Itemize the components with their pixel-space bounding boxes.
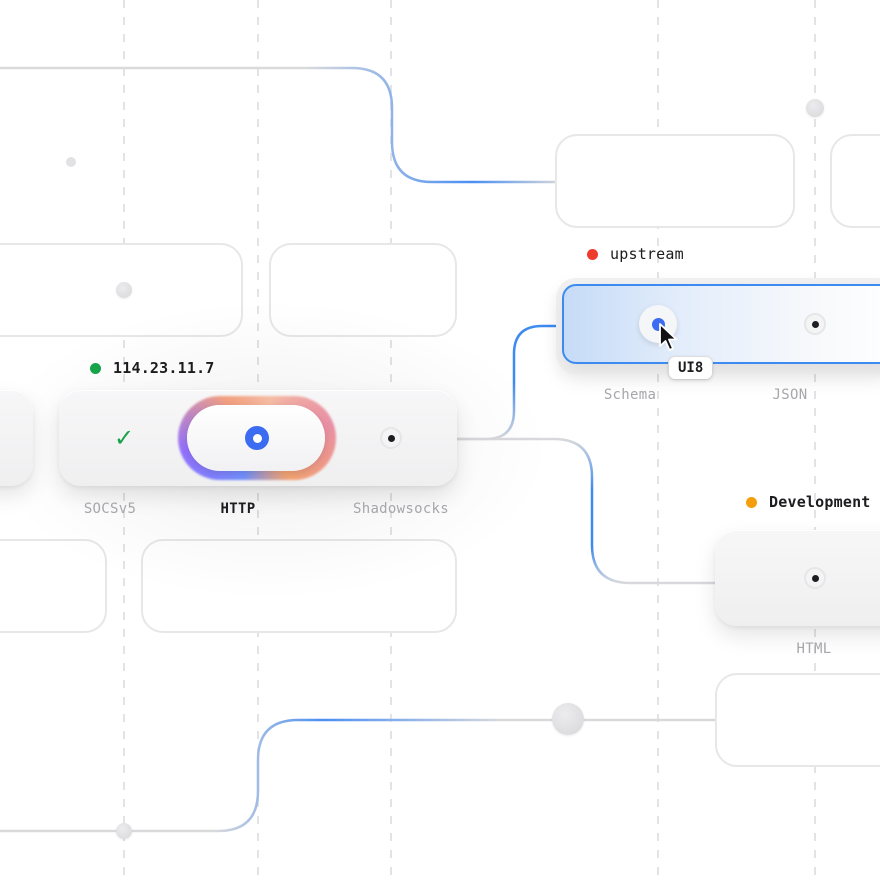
radio-dot-icon[interactable] [804,567,826,589]
mouse-cursor-icon [659,323,678,351]
radio-dot-icon[interactable] [804,313,826,335]
development-status: Development [746,493,871,511]
placeholder-box [141,539,457,633]
option-label-json[interactable]: JSON [772,387,808,403]
cursor-tooltip: UI8 [669,357,713,379]
check-icon[interactable]: ✓ [113,424,135,452]
status-dot [746,496,757,508]
option-label-html[interactable]: HTML [796,641,832,657]
option-label-http[interactable]: HTTP [220,501,256,517]
placeholder-box [715,673,880,767]
option-label-socks[interactable]: SOCSv5 [83,501,137,517]
placeholder-box [269,243,457,337]
status-dot [587,248,598,260]
option-label-schema[interactable]: Schema [603,387,657,403]
proxy-status: 114.23.11.7 [90,359,215,377]
development-card [715,530,880,626]
placeholder-box [555,134,795,228]
ip-address: 114.23.11.7 [113,359,215,377]
radio-dot-icon[interactable] [380,427,402,449]
junction-dot [806,99,824,117]
left-partial-card [0,390,33,486]
toggle-knob-icon[interactable] [245,426,269,450]
upstream-label: upstream [610,245,684,263]
upstream-format-card [562,284,880,364]
junction-dot [116,823,132,839]
junction-dot [116,282,132,298]
junction-dot [66,157,76,167]
junction-dot [552,703,584,735]
option-label-shadowsocks[interactable]: Shadowsocks [352,501,450,517]
upstream-status: upstream [587,245,684,263]
placeholder-box [0,539,107,633]
development-label: Development [769,493,871,511]
status-dot [90,362,101,374]
placeholder-box [830,134,880,228]
